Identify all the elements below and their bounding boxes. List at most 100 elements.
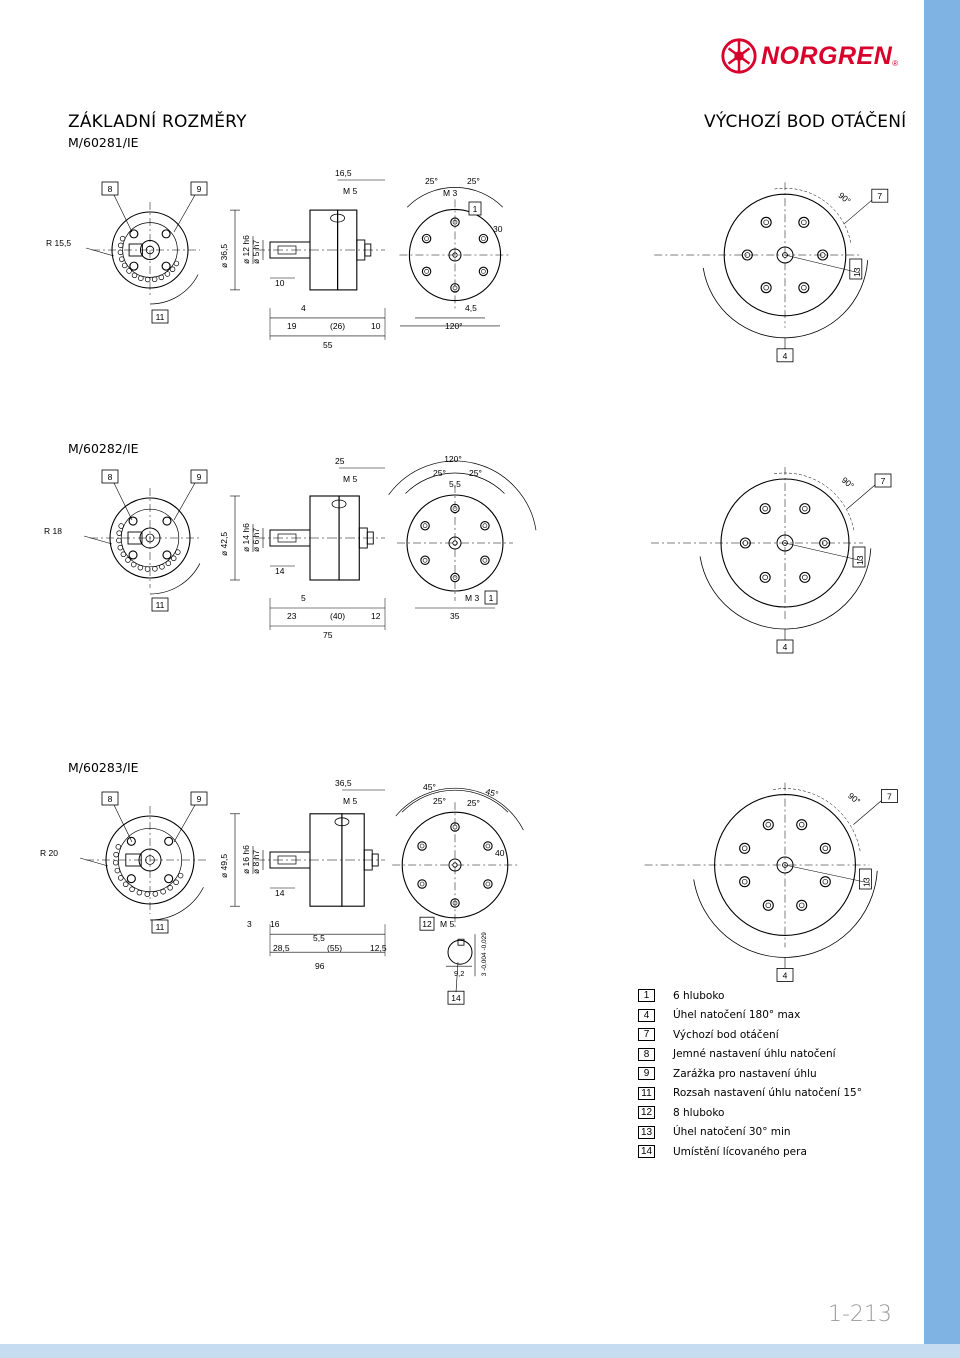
dimension-label: ø 8 h7: [251, 850, 261, 874]
page-number: 1-213: [828, 1302, 892, 1327]
dimension-label: 16: [270, 919, 280, 929]
drawing-circle: [799, 571, 811, 583]
callout-box: [101, 181, 119, 196]
drawing-line: [853, 800, 882, 825]
callout-box: [190, 181, 208, 196]
callout-number: 7: [881, 476, 886, 486]
dimension-label: 3: [247, 919, 252, 929]
drawing-circle: [128, 550, 138, 560]
drawing-circle: [129, 261, 139, 271]
drawing-circle: [138, 275, 144, 281]
dimension-label: 30: [493, 224, 503, 234]
callout-number: 1: [489, 593, 494, 603]
legend-text: Úhel natočení 180° max: [673, 1009, 801, 1022]
drawing-circle: [483, 841, 493, 851]
legend-number: 13: [638, 1125, 655, 1139]
drawing-arc: [149, 563, 201, 595]
drawing-circle: [485, 843, 491, 849]
drawing-circle: [763, 284, 769, 291]
drawing-circle: [796, 819, 808, 831]
dimension-label: 10: [275, 278, 285, 288]
drawing-circle: [760, 216, 772, 228]
dimension-label: (40): [330, 611, 345, 621]
callout-box: [151, 919, 169, 934]
dimension-label: M 5: [343, 474, 357, 484]
drawing-circle: [741, 878, 748, 885]
drawing-arc: [693, 870, 878, 958]
drawing-line: [85, 247, 115, 257]
drawing-circle: [117, 544, 124, 551]
drawing-rect: [849, 258, 863, 280]
drawing-arc: [774, 472, 855, 533]
drawing-circle: [116, 530, 122, 536]
drawing-circle: [167, 885, 173, 891]
dimension-label: ø 49,5: [219, 854, 229, 878]
drawing-circle: [447, 939, 473, 965]
drawing-arc: [699, 548, 872, 630]
drawing-circle: [144, 566, 151, 572]
drawing-line: [173, 804, 196, 843]
callout-number: 8: [108, 472, 113, 482]
dimension-label: ø 12 h6: [241, 235, 251, 264]
dimension-label: 25°: [433, 468, 446, 478]
drawing-circle: [120, 551, 127, 558]
drawing-arc: [702, 260, 869, 339]
drawing-circle: [162, 516, 172, 526]
dimension-label: 25°: [469, 468, 482, 478]
drawing-circle: [424, 269, 429, 274]
drawing-circle: [128, 516, 138, 526]
legend-text: Zarážka pro nastavení úhlu: [673, 1067, 817, 1080]
callout-box: [484, 590, 498, 605]
callout-number: 11: [156, 922, 165, 932]
drawing-circle: [759, 503, 771, 515]
dimension-label: 90°: [846, 790, 862, 806]
drawing-circle: [798, 821, 805, 828]
drawing-circle: [481, 236, 486, 241]
drawing-circle: [762, 819, 774, 831]
callout-number: 1: [473, 204, 478, 214]
dimension-label: 13: [855, 555, 865, 565]
bottom-color-bar: [0, 1344, 960, 1358]
title-block-right: VÝCHOZÍ BOD OTÁČENÍ: [704, 112, 906, 132]
drawing-circle: [822, 845, 829, 852]
legend-number: 11: [638, 1086, 655, 1100]
callout-box: [419, 916, 435, 931]
legend-text: 6 hluboko: [673, 989, 725, 1002]
drawing-circle: [164, 874, 174, 884]
drawing-circle: [177, 872, 184, 879]
drawing-ellipse: [330, 213, 345, 223]
callout-number: 7: [887, 792, 892, 802]
drawing-circle: [762, 505, 768, 512]
drawing-circle: [117, 875, 124, 881]
page-title: ZÁKLADNÍ ROZMĚRY: [68, 112, 247, 132]
drawing-circle: [126, 874, 136, 884]
callout-number: 12: [422, 919, 432, 929]
drawing-circle: [118, 523, 124, 529]
dimension-label: 14: [275, 566, 285, 576]
dimension-label: 16,5: [335, 168, 352, 178]
drawing-rect: [457, 938, 465, 946]
drawing-circle: [819, 842, 831, 854]
dimension-label: 28,5: [273, 943, 290, 953]
dimension-label: 3 -0,004 -0,029: [481, 932, 488, 976]
drawing-circle: [173, 260, 180, 267]
drawing-arc: [773, 788, 861, 854]
drawing-circle: [144, 276, 151, 283]
legend-number: 12: [638, 1106, 655, 1120]
legend-number: 14: [638, 1145, 655, 1159]
drawing-line: [113, 482, 133, 521]
dimension-label: 90°: [840, 475, 856, 491]
dimension-label: ø 36,5: [219, 244, 229, 268]
dimension-label: 5,5: [313, 933, 325, 943]
drawing-circle: [117, 249, 124, 256]
drawing-circle: [126, 836, 136, 846]
drawing-circle: [119, 235, 126, 242]
drawing-circle: [741, 845, 748, 852]
drawing-circle: [417, 879, 427, 889]
model-label-2: M/60282/IE: [68, 441, 139, 456]
dimension-label: 120°: [444, 454, 462, 464]
